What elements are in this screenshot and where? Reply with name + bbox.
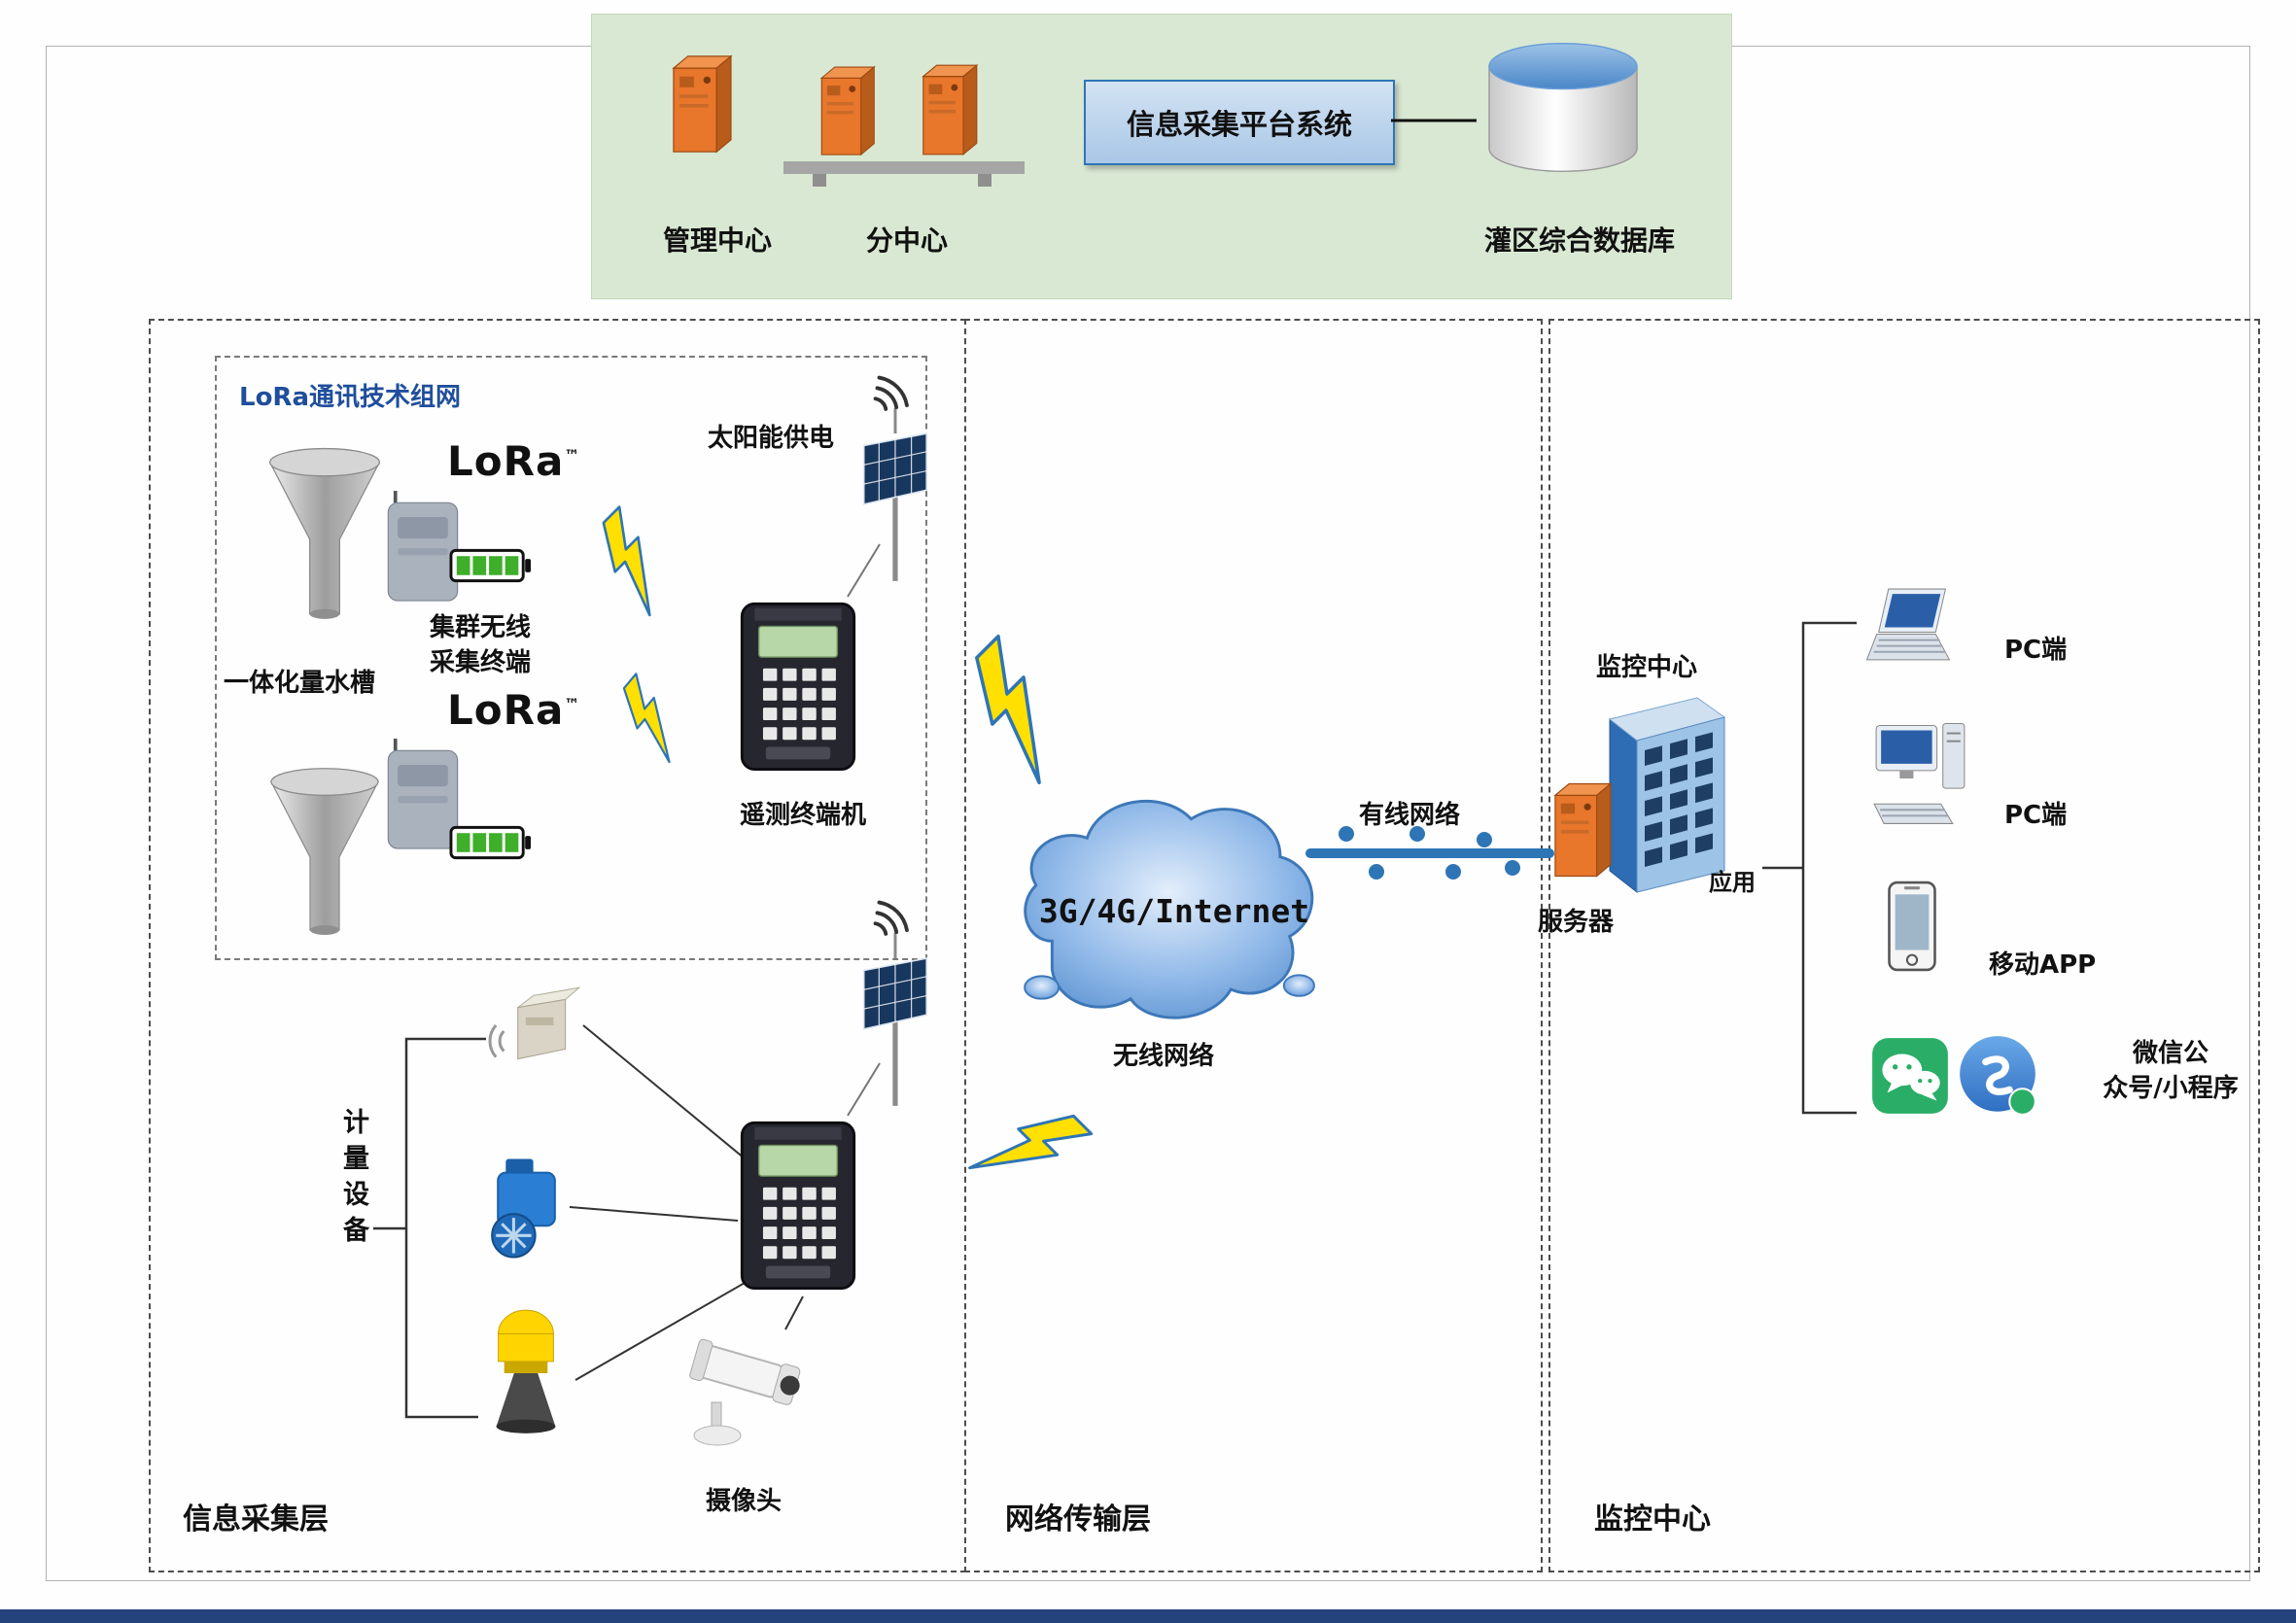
database-icon — [1477, 35, 1650, 183]
pc2-label: PC端 — [2004, 801, 2068, 830]
water-flume-icon-1 — [262, 433, 387, 645]
water-flume-label: 一体化量水槽 — [224, 669, 376, 698]
desktop-pc-icon — [1868, 719, 1971, 838]
metering-devices-label: 计量设备 — [338, 1108, 368, 1252]
mobile-phone-icon — [1886, 881, 1938, 972]
lora-group-title: LoRa通讯技术组网 — [239, 383, 461, 412]
rtu-icon-2 — [738, 1114, 858, 1295]
platform-system-box: 信息采集平台系统 — [1084, 80, 1395, 165]
flow-meter-icon — [476, 1153, 570, 1261]
ultrasonic-level-sensor-icon — [476, 1300, 575, 1446]
server-icon — [1544, 766, 1618, 894]
management-center-label: 管理中心 — [662, 224, 772, 257]
mobile-app-label: 移动APP — [1989, 950, 2097, 980]
lightning-bolt-icon-3 — [930, 619, 1109, 798]
camera-label: 摄像头 — [706, 1487, 783, 1516]
solar-panel-icon-1 — [855, 432, 937, 583]
lora-group-box — [215, 356, 927, 960]
internet-cloud-label: 3G/4G/Internet — [1038, 892, 1310, 930]
lightning-bolt-icon-2 — [596, 660, 712, 775]
pc1-label: PC端 — [2004, 636, 2068, 665]
subcenter-server-icon-1 — [807, 58, 885, 163]
monitoring-layer-box — [1548, 319, 2260, 1572]
management-server-icon — [657, 47, 743, 161]
wechat-icon — [1870, 1032, 1950, 1118]
collection-terminal-icon-2 — [381, 731, 465, 861]
network-layer-title: 网络传输层 — [1005, 1502, 1151, 1537]
server-rack-base — [783, 161, 1025, 174]
database-label: 灌区综合数据库 — [1483, 224, 1675, 257]
rtu-icon-1 — [738, 595, 858, 776]
wired-network-label: 有线网络 — [1359, 801, 1461, 830]
wireless-network-label: 无线网络 — [1113, 1042, 1215, 1071]
sub-center-label: 分中心 — [865, 224, 948, 257]
camera-icon — [682, 1328, 818, 1466]
rf-sensor-icon — [484, 980, 583, 1075]
wifi-signal-icon-1 — [863, 356, 920, 420]
miniprogram-icon — [1956, 1032, 2039, 1122]
solar-panel-icon-2 — [855, 956, 937, 1108]
monitoring-building-icon — [1583, 680, 1762, 902]
bottom-strip — [0, 1609, 2296, 1623]
server-label: 服务器 — [1538, 908, 1615, 937]
lightning-bolt-icon-4 — [953, 1073, 1109, 1229]
battery-icon-1 — [449, 544, 533, 587]
cluster-terminal-label: 集群无线 采集终端 — [429, 613, 531, 677]
monitoring-layer-title: 监控中心 — [1594, 1502, 1711, 1537]
server-rack-leg-left — [813, 174, 826, 187]
lightning-bolt-icon-1 — [567, 492, 704, 629]
lora-logo-1: LoRa™ — [447, 437, 581, 485]
platform-system-label: 信息采集平台系统 — [1126, 108, 1352, 141]
water-flume-icon-2 — [262, 760, 387, 954]
internet-cloud-icon — [1007, 776, 1334, 1059]
monitoring-center-label: 监控中心 — [1596, 653, 1698, 682]
collection-terminal-icon-1 — [381, 484, 465, 612]
wifi-signal-icon-2 — [863, 881, 920, 945]
subcenter-server-icon-2 — [906, 56, 990, 163]
battery-icon-2 — [449, 821, 533, 864]
app-label: 应用 — [1709, 869, 1756, 896]
lora-logo-2: LoRa™ — [447, 686, 581, 734]
network-layer-box — [964, 319, 1543, 1572]
solar-power-label: 太阳能供电 — [708, 424, 835, 453]
collection-layer-title: 信息采集层 — [183, 1502, 329, 1537]
rtu-label: 遥测终端机 — [739, 801, 866, 830]
server-rack-leg-right — [978, 174, 991, 187]
wechat-label: 微信公 众号/小程序 — [2103, 1039, 2239, 1103]
laptop-icon — [1859, 583, 1958, 676]
